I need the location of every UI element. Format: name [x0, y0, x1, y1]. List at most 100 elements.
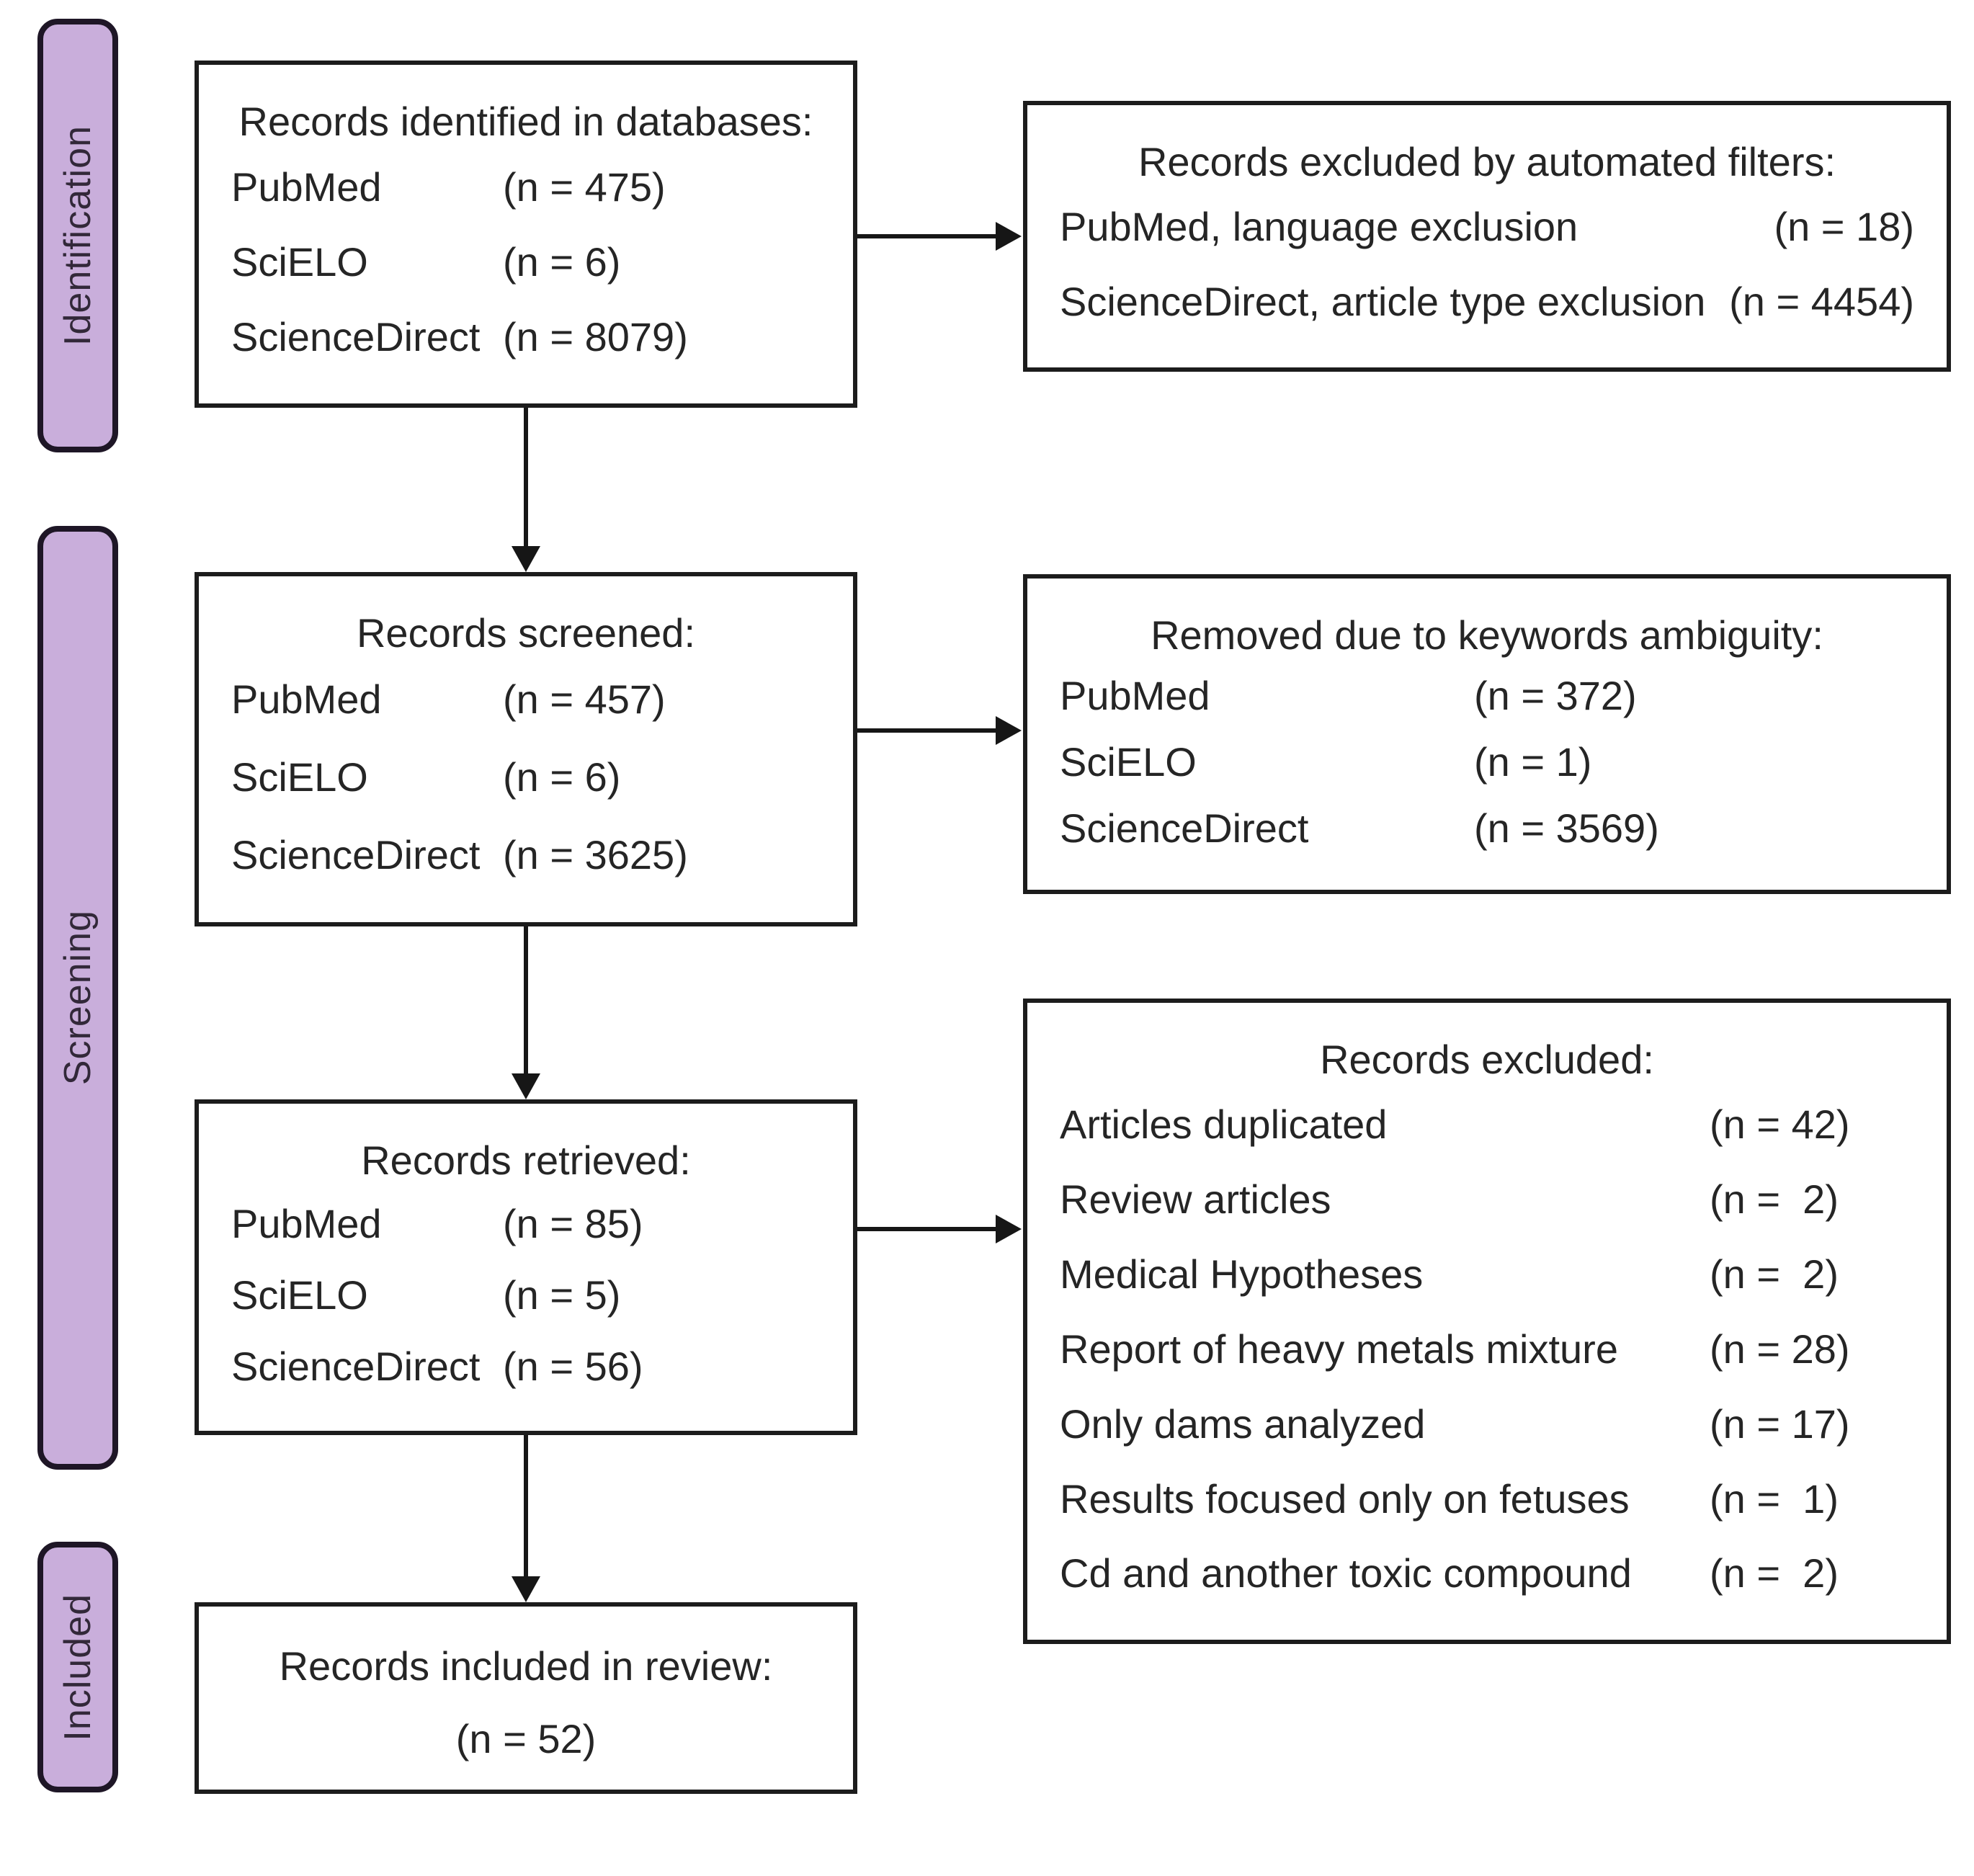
- row-count: (n = 457): [503, 676, 666, 723]
- db-row: PubMed (n = 85): [231, 1200, 821, 1247]
- row-label: PubMed: [231, 164, 382, 210]
- box-title: Records retrieved:: [361, 1138, 691, 1183]
- box-keywords-removed: Removed due to keywords ambiguity: PubMe…: [1023, 574, 1951, 894]
- db-row: SciELO (n = 5): [231, 1272, 821, 1318]
- row-count: (n = 3625): [503, 831, 688, 877]
- row-count: (n = 28): [1710, 1326, 1850, 1372]
- row-label: Review articles: [1060, 1176, 1331, 1223]
- row-count: (n = 56): [503, 1344, 643, 1389]
- row-label: PubMed: [1060, 673, 1210, 719]
- box-title: Records included in review:: [279, 1643, 773, 1689]
- exclusion-row: Review articles (n = 2): [1060, 1176, 1914, 1223]
- row-label: Medical Hypotheses: [1060, 1251, 1424, 1297]
- db-row: SciELO (n = 6): [231, 238, 821, 285]
- exclusion-row: ScienceDirect, article type exclusion (n…: [1060, 278, 1914, 325]
- stage-identification: Identification: [37, 19, 118, 452]
- exclusion-rows: PubMed (n = 372) SciELO (n = 1) ScienceD…: [1060, 663, 1914, 861]
- arrowhead-right-icon: [996, 716, 1022, 745]
- arrowhead-right-icon: [996, 1215, 1022, 1243]
- row-count: (n = 2): [1710, 1176, 1839, 1223]
- db-rows: PubMed (n = 457) SciELO (n = 6) ScienceD…: [231, 661, 821, 893]
- row-label: Only dams analyzed: [1060, 1401, 1426, 1447]
- row-count: (n = 8079): [503, 314, 688, 360]
- db-row: PubMed (n = 457): [231, 676, 821, 723]
- row-label: ScienceDirect: [231, 314, 481, 360]
- exclusion-row: PubMed (n = 372): [1060, 672, 1914, 719]
- stage-label: Screening: [57, 910, 99, 1086]
- box-title: Records identified in databases:: [238, 99, 813, 144]
- exclusion-row: Medical Hypotheses (n = 2): [1060, 1251, 1914, 1297]
- stage-included: Included: [37, 1542, 118, 1792]
- arrowhead-down-icon: [512, 1073, 540, 1099]
- db-row: ScienceDirect (n = 56): [231, 1343, 821, 1390]
- arrow-identified-to-screened: [512, 408, 540, 572]
- arrow-retrieved-to-excluded: [857, 1215, 1022, 1243]
- arrowhead-right-icon: [996, 222, 1022, 251]
- row-count: (n = 3569): [1474, 805, 1659, 851]
- arrow-screened-to-keywords: [857, 716, 1022, 745]
- row-label: PubMed: [231, 676, 382, 723]
- stage-label: Included: [57, 1593, 99, 1741]
- exclusion-rows: Articles duplicated (n = 42) Review arti…: [1060, 1087, 1914, 1611]
- box-auto-excluded: Records excluded by automated filters: P…: [1023, 101, 1951, 372]
- box-records-included: Records included in review: (n = 52): [195, 1602, 857, 1794]
- exclusion-row: Only dams analyzed (n = 17): [1060, 1401, 1914, 1447]
- exclusion-rows: PubMed, language exclusion (n = 18) Scie…: [1060, 189, 1914, 339]
- row-count: (n = 372): [1474, 673, 1637, 719]
- db-row: SciELO (n = 6): [231, 754, 821, 800]
- box-records-excluded: Records excluded: Articles duplicated (n…: [1023, 999, 1951, 1644]
- row-count: (n = 2): [1710, 1251, 1839, 1297]
- row-label: PubMed, language exclusion: [1060, 204, 1578, 250]
- box-records-screened: Records screened: PubMed (n = 457) SciEL…: [195, 572, 857, 926]
- row-count: (n = 6): [503, 754, 621, 800]
- exclusion-row: Articles duplicated (n = 42): [1060, 1101, 1914, 1148]
- stage-screening: Screening: [37, 526, 118, 1470]
- box-title: Records screened:: [356, 610, 695, 656]
- arrow-identified-to-autofilter: [857, 222, 1022, 251]
- db-rows: PubMed (n = 85) SciELO (n = 5) ScienceDi…: [231, 1188, 821, 1402]
- row-count: (n = 17): [1710, 1401, 1850, 1447]
- box-title: Removed due to keywords ambiguity:: [1151, 612, 1823, 658]
- arrow-retrieved-to-included: [512, 1435, 540, 1602]
- row-count: (n = 4454): [1729, 278, 1914, 324]
- row-count: (n = 85): [503, 1201, 643, 1246]
- row-label: ScienceDirect, article type exclusion: [1060, 278, 1706, 324]
- exclusion-row: SciELO (n = 1): [1060, 738, 1914, 785]
- exclusion-row: PubMed, language exclusion (n = 18): [1060, 203, 1914, 250]
- row-label: SciELO: [231, 1272, 368, 1318]
- exclusion-row: ScienceDirect (n = 3569): [1060, 805, 1914, 852]
- included-count: (n = 52): [455, 1716, 597, 1761]
- row-count: (n = 42): [1710, 1102, 1850, 1148]
- row-label: SciELO: [1060, 738, 1197, 785]
- box-records-identified: Records identified in databases: PubMed …: [195, 61, 857, 408]
- exclusion-row: Cd and another toxic compound (n = 2): [1060, 1550, 1914, 1596]
- arrowhead-down-icon: [512, 1576, 540, 1602]
- row-label: Results focused only on fetuses: [1060, 1475, 1630, 1522]
- row-label: ScienceDirect: [231, 831, 481, 877]
- box-title: Records excluded:: [1320, 1037, 1654, 1082]
- arrowhead-down-icon: [512, 546, 540, 572]
- arrow-screened-to-retrieved: [512, 926, 540, 1099]
- row-count: (n = 5): [503, 1272, 621, 1318]
- row-label: PubMed: [231, 1201, 382, 1246]
- row-count: (n = 18): [1774, 204, 1914, 250]
- row-label: Report of heavy metals mixture: [1060, 1326, 1618, 1372]
- row-label: ScienceDirect: [1060, 805, 1309, 851]
- row-label: SciELO: [231, 238, 368, 285]
- row-count: (n = 6): [503, 238, 621, 285]
- row-count: (n = 1): [1474, 738, 1592, 785]
- row-count: (n = 475): [503, 164, 666, 210]
- stage-label: Identification: [57, 125, 99, 346]
- row-count: (n = 2): [1710, 1550, 1839, 1596]
- db-row: ScienceDirect (n = 3625): [231, 831, 821, 878]
- row-label: SciELO: [231, 754, 368, 800]
- exclusion-row: Report of heavy metals mixture (n = 28): [1060, 1326, 1914, 1372]
- row-count: (n = 1): [1710, 1475, 1839, 1522]
- db-row: PubMed (n = 475): [231, 164, 821, 210]
- db-row: ScienceDirect (n = 8079): [231, 313, 821, 360]
- row-label: Articles duplicated: [1060, 1102, 1388, 1148]
- row-label: Cd and another toxic compound: [1060, 1550, 1632, 1596]
- exclusion-row: Results focused only on fetuses (n = 1): [1060, 1475, 1914, 1522]
- row-label: ScienceDirect: [231, 1344, 481, 1389]
